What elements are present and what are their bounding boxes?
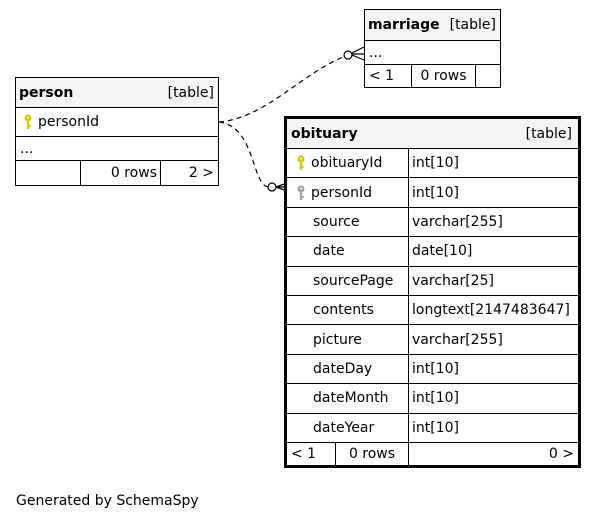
- footer-row: 0 rows 2 >: [16, 160, 218, 185]
- table-header: person [table]: [16, 78, 218, 107]
- column-row[interactable]: personId: [16, 107, 218, 136]
- column-row[interactable]: dateMonth int[10]: [287, 383, 578, 413]
- column-row[interactable]: sourcePage varchar[25]: [287, 265, 578, 295]
- table-tag: [table]: [167, 84, 214, 101]
- column-row[interactable]: dateDay int[10]: [287, 353, 578, 384]
- column-name: dateDay: [313, 360, 373, 377]
- column-row[interactable]: source varchar[255]: [287, 206, 578, 237]
- foreign-key-icon: [295, 184, 307, 202]
- table-name: marriage: [368, 17, 440, 33]
- column-type: int[10]: [408, 178, 578, 207]
- column-name: source: [313, 213, 360, 230]
- column-name: dateMonth: [313, 390, 389, 407]
- column-name: sourcePage: [313, 272, 394, 289]
- table-name: person: [19, 84, 74, 101]
- column-name: personId: [311, 184, 373, 201]
- column-type: date[10]: [408, 237, 578, 266]
- table-tag: [table]: [449, 17, 496, 33]
- nav-next[interactable]: [475, 65, 500, 87]
- column-name: obituaryId: [311, 155, 383, 172]
- row-count: 0 rows: [80, 161, 160, 185]
- primary-key-icon: [295, 154, 307, 172]
- column-row[interactable]: picture varchar[255]: [287, 324, 578, 354]
- column-type: varchar[25]: [408, 266, 578, 295]
- table-name: obituary: [291, 125, 358, 142]
- table-obituary[interactable]: obituary [table] obituaryId int[10]: [284, 116, 581, 468]
- column-type: int[10]: [408, 149, 578, 178]
- row-count: 0 rows: [335, 442, 408, 466]
- ellipsis-row: ...: [365, 40, 500, 64]
- table-header: obituary [table]: [287, 119, 578, 148]
- column-row[interactable]: dateYear int[10]: [287, 412, 578, 442]
- column-name-cell: obituaryId: [287, 149, 408, 177]
- column-type: int[10]: [408, 413, 578, 442]
- nav-prev[interactable]: [16, 161, 80, 185]
- primary-key-icon: [22, 113, 34, 131]
- table-header: marriage [table]: [365, 10, 500, 40]
- connector-obituary-optional-marker: [267, 182, 277, 192]
- nav-prev[interactable]: < 1: [369, 68, 395, 84]
- ellipsis-row: ...: [16, 136, 218, 160]
- connector-marriage-crowfoot: [351, 46, 365, 61]
- ellipsis: ...: [20, 140, 34, 157]
- footer-row: < 1 0 rows: [365, 64, 500, 87]
- column-type: int[10]: [408, 384, 578, 413]
- connector-person-obituary: [218, 121, 269, 188]
- column-row[interactable]: date date[10]: [287, 236, 578, 266]
- column-row[interactable]: obituaryId int[10]: [287, 148, 578, 178]
- table-person[interactable]: person [table] personId ... 0 rows 2 >: [15, 77, 219, 186]
- generated-by-caption: Generated by SchemaSpy: [16, 493, 199, 509]
- table-tag: [table]: [525, 125, 572, 142]
- column-name: date: [313, 243, 345, 260]
- footer-row: < 1 0 rows 0 >: [287, 441, 578, 466]
- column-name: picture: [313, 331, 362, 348]
- column-row[interactable]: contents longtext[2147483647]: [287, 294, 578, 325]
- column-row[interactable]: personId int[10]: [287, 177, 578, 207]
- ellipsis: ...: [369, 44, 383, 61]
- table-marriage[interactable]: marriage [table] ... < 1 0 rows: [364, 9, 501, 88]
- column-type: longtext[2147483647]: [408, 295, 578, 325]
- nav-next[interactable]: 2 >: [160, 161, 218, 185]
- row-count: 0 rows: [411, 65, 475, 87]
- connector-person-marriage: [218, 56, 344, 123]
- column-name: personId: [38, 114, 100, 130]
- column-name-cell: personId: [287, 178, 408, 206]
- column-type: int[10]: [408, 354, 578, 384]
- column-name: contents: [313, 302, 374, 319]
- column-name: dateYear: [313, 419, 375, 436]
- column-type: varchar[255]: [408, 207, 578, 237]
- nav-next[interactable]: 0 >: [408, 442, 578, 466]
- column-type: varchar[255]: [408, 325, 578, 354]
- nav-prev[interactable]: < 1: [291, 446, 317, 463]
- connector-marriage-optional-marker: [343, 50, 353, 60]
